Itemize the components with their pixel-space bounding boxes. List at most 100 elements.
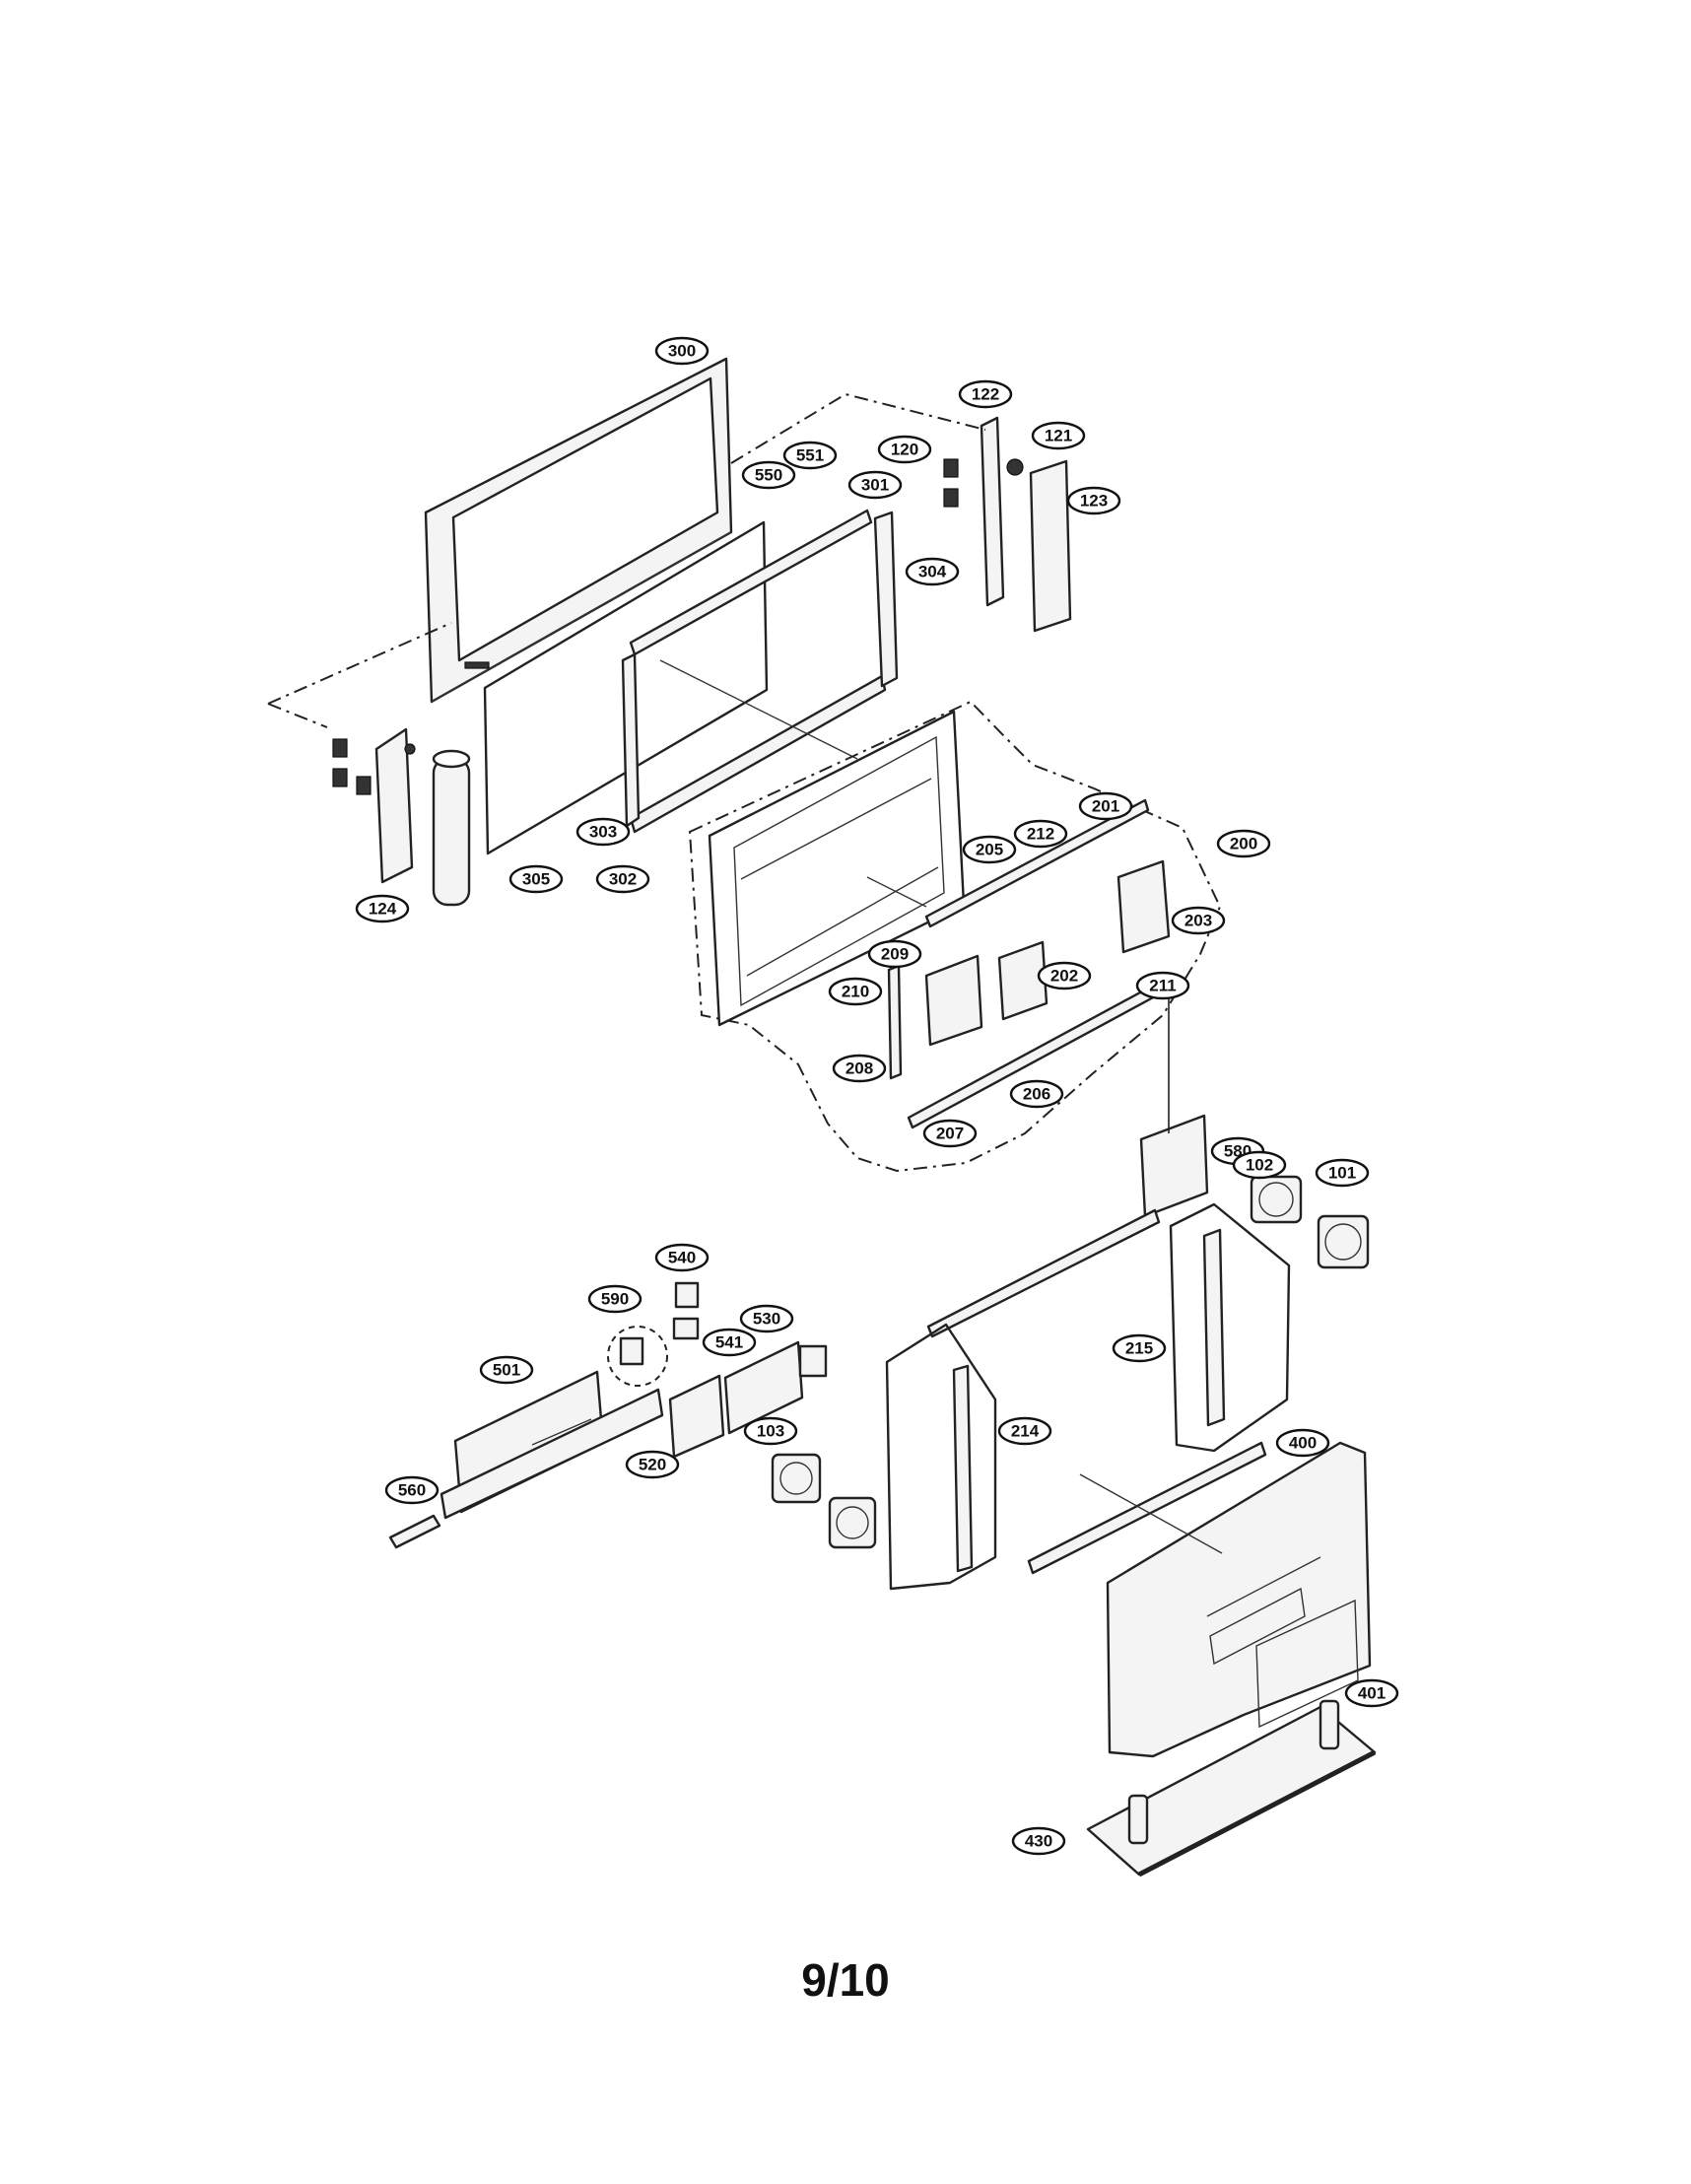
callout-211: 211 bbox=[1135, 971, 1190, 1000]
svg-text:103: 103 bbox=[757, 1422, 784, 1441]
svg-text:200: 200 bbox=[1230, 835, 1257, 853]
chassis-boards-part bbox=[887, 798, 1171, 1129]
svg-text:590: 590 bbox=[601, 1290, 629, 1309]
svg-text:214: 214 bbox=[1011, 1422, 1040, 1441]
front-bezel-part bbox=[424, 357, 733, 704]
callout-121: 121 bbox=[1031, 421, 1086, 450]
svg-text:302: 302 bbox=[609, 870, 637, 889]
callout-501: 501 bbox=[479, 1355, 534, 1385]
callout-200: 200 bbox=[1216, 829, 1271, 858]
svg-text:205: 205 bbox=[976, 841, 1003, 859]
right-bracket-part bbox=[943, 416, 1072, 633]
bracket-214-part bbox=[952, 1364, 974, 1573]
leader-lines bbox=[267, 392, 1170, 1133]
callout-206: 206 bbox=[1009, 1079, 1064, 1109]
chassis-assembly-outline bbox=[688, 700, 1222, 1173]
svg-text:501: 501 bbox=[493, 1361, 520, 1380]
svg-text:102: 102 bbox=[1246, 1156, 1273, 1175]
callout-560: 560 bbox=[384, 1475, 440, 1505]
board-580-part bbox=[1139, 1114, 1209, 1218]
svg-text:301: 301 bbox=[861, 476, 889, 495]
callout-304: 304 bbox=[905, 557, 960, 586]
svg-text:123: 123 bbox=[1080, 492, 1108, 511]
part-590-group bbox=[607, 1326, 668, 1387]
callout-590: 590 bbox=[587, 1284, 643, 1314]
callout-305: 305 bbox=[508, 864, 564, 894]
svg-text:202: 202 bbox=[1050, 967, 1078, 986]
svg-text:206: 206 bbox=[1023, 1085, 1050, 1104]
callout-540: 540 bbox=[654, 1243, 710, 1272]
callout-205: 205 bbox=[962, 835, 1017, 864]
page-number-label: 9/10 bbox=[801, 1954, 890, 2006]
callout-122: 122 bbox=[958, 379, 1013, 409]
callout-208: 208 bbox=[832, 1054, 887, 1083]
svg-text:303: 303 bbox=[589, 823, 617, 842]
fan-assembly-part bbox=[1250, 1175, 1370, 1269]
svg-text:401: 401 bbox=[1358, 1684, 1386, 1703]
callout-401: 401 bbox=[1344, 1678, 1399, 1708]
callout-300: 300 bbox=[654, 336, 710, 366]
svg-text:550: 550 bbox=[755, 466, 782, 485]
svg-text:541: 541 bbox=[715, 1333, 743, 1352]
svg-text:209: 209 bbox=[881, 945, 909, 964]
svg-text:207: 207 bbox=[936, 1125, 964, 1143]
svg-text:430: 430 bbox=[1025, 1832, 1052, 1851]
svg-text:551: 551 bbox=[796, 446, 824, 465]
svg-text:210: 210 bbox=[842, 983, 869, 1001]
callout-530: 530 bbox=[739, 1304, 794, 1333]
svg-text:212: 212 bbox=[1027, 825, 1054, 844]
svg-text:211: 211 bbox=[1149, 977, 1176, 995]
svg-text:304: 304 bbox=[918, 563, 947, 581]
fan-103-part bbox=[771, 1453, 877, 1549]
callout-103: 103 bbox=[743, 1416, 798, 1446]
callout-302: 302 bbox=[595, 864, 650, 894]
bracket-214-outline bbox=[885, 1323, 997, 1591]
svg-text:305: 305 bbox=[522, 870, 550, 889]
svg-text:201: 201 bbox=[1092, 797, 1119, 816]
svg-text:121: 121 bbox=[1045, 427, 1072, 445]
callout-551: 551 bbox=[782, 441, 838, 470]
callout-400: 400 bbox=[1275, 1428, 1330, 1458]
rail-top-part bbox=[926, 1208, 1161, 1338]
callout-212: 212 bbox=[1013, 819, 1068, 849]
callout-214: 214 bbox=[997, 1416, 1052, 1446]
callout-215: 215 bbox=[1112, 1333, 1167, 1363]
callout-430: 430 bbox=[1011, 1826, 1066, 1856]
callout-550: 550 bbox=[741, 460, 796, 490]
callout-202: 202 bbox=[1037, 961, 1092, 990]
svg-text:203: 203 bbox=[1184, 912, 1212, 930]
svg-text:215: 215 bbox=[1125, 1339, 1153, 1358]
svg-text:530: 530 bbox=[753, 1310, 780, 1329]
svg-text:540: 540 bbox=[668, 1249, 696, 1267]
callout-301: 301 bbox=[847, 470, 903, 500]
callout-303: 303 bbox=[575, 817, 631, 847]
board-501-part bbox=[440, 1370, 664, 1520]
callout-201: 201 bbox=[1078, 791, 1133, 821]
svg-text:560: 560 bbox=[398, 1481, 426, 1500]
svg-text:208: 208 bbox=[846, 1059, 873, 1078]
svg-text:120: 120 bbox=[891, 441, 918, 459]
callout-209: 209 bbox=[867, 939, 922, 969]
callout-520: 520 bbox=[625, 1450, 680, 1479]
stand-base-part bbox=[1086, 1699, 1377, 1877]
svg-text:124: 124 bbox=[369, 900, 397, 919]
callout-203: 203 bbox=[1171, 906, 1226, 935]
callout-541: 541 bbox=[702, 1328, 757, 1357]
left-bracket-part bbox=[332, 727, 471, 907]
bracket-215-outline bbox=[1169, 1202, 1291, 1453]
callout-210: 210 bbox=[828, 977, 883, 1006]
rail-bottom-part bbox=[1027, 1441, 1267, 1575]
svg-text:122: 122 bbox=[972, 385, 999, 404]
callout-123: 123 bbox=[1066, 486, 1121, 515]
svg-text:400: 400 bbox=[1289, 1434, 1317, 1453]
callout-207: 207 bbox=[922, 1119, 978, 1148]
callout-102: 102 bbox=[1232, 1150, 1287, 1180]
boards-520-530-part bbox=[668, 1281, 828, 1459]
svg-text:101: 101 bbox=[1328, 1164, 1356, 1183]
svg-text:300: 300 bbox=[668, 342, 696, 361]
bracket-215-part bbox=[1202, 1228, 1226, 1427]
callout-120: 120 bbox=[877, 435, 932, 464]
callout-124: 124 bbox=[355, 894, 410, 923]
svg-text:520: 520 bbox=[639, 1456, 666, 1474]
